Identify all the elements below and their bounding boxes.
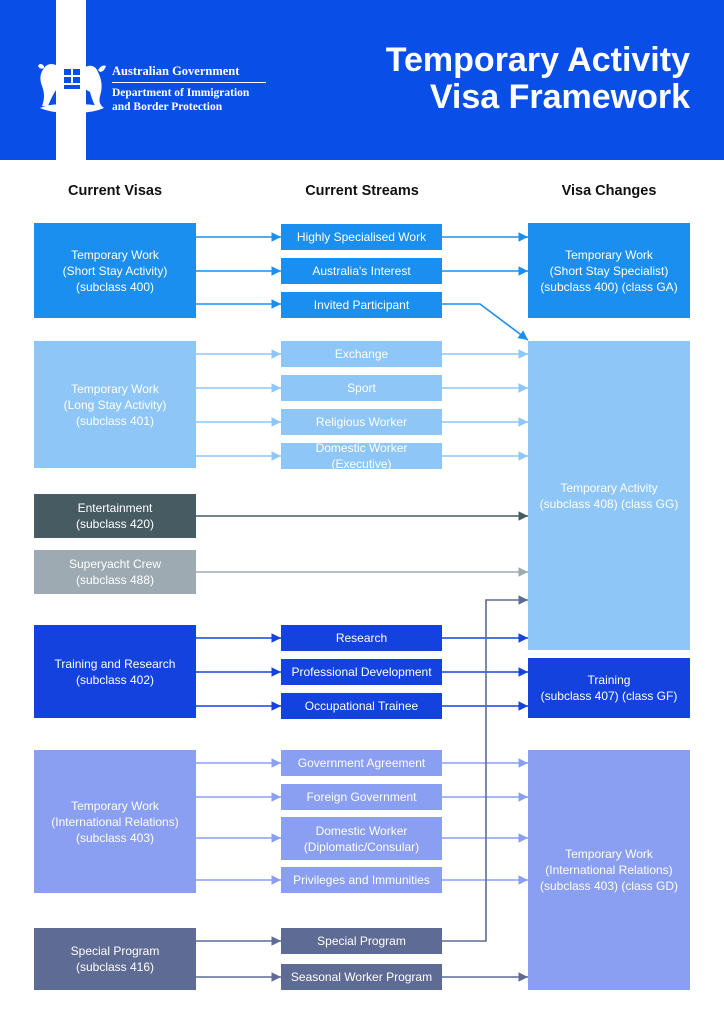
coat-of-arms-icon — [38, 48, 106, 113]
department-name-line1: Department of Immigration — [112, 87, 250, 99]
department-name-line2: and Border Protection — [112, 101, 223, 113]
stream-occupational-trainee: Occupational Trainee — [281, 693, 442, 719]
connector-arrow-5 — [442, 303, 529, 341]
visa-box-420: Entertainment (subclass 420) — [34, 494, 196, 538]
visa-change-box-408-gg: Temporary Activity (subclass 408) (class… — [528, 341, 690, 650]
column-heading-current-streams: Current Streams — [305, 183, 419, 199]
stream-australias-interest: Australia's Interest — [281, 258, 442, 284]
stream-seasonal-worker-program: Seasonal Worker Program — [281, 964, 442, 990]
connector-arrow-32 — [442, 595, 528, 942]
visa-box-488: Superyacht Crew (subclass 488) — [34, 550, 196, 594]
visa-box-403: Temporary Work (International Relations)… — [34, 750, 196, 893]
stream-domestic-worker-diplomatic: Domestic Worker (Diplomatic/Consular) — [281, 817, 442, 860]
stream-religious-worker: Religious Worker — [281, 409, 442, 435]
visa-box-416: Special Program (subclass 416) — [34, 928, 196, 990]
visa-box-400: Temporary Work (Short Stay Activity) (su… — [34, 223, 196, 318]
visa-box-401: Temporary Work (Long Stay Activity) (sub… — [34, 341, 196, 468]
page-title: Temporary Activity Visa Framework — [385, 41, 690, 116]
stream-government-agreement: Government Agreement — [281, 750, 442, 776]
column-heading-visa-changes: Visa Changes — [561, 183, 657, 199]
government-name: Australian Government — [112, 64, 240, 78]
stream-sport: Sport — [281, 375, 442, 401]
stream-foreign-government: Foreign Government — [281, 784, 442, 810]
stream-exchange: Exchange — [281, 341, 442, 367]
visa-change-box-407-gf: Training (subclass 407) (class GF) — [528, 658, 690, 718]
visa-box-402: Training and Research (subclass 402) — [34, 625, 196, 718]
column-heading-current-visas: Current Visas — [67, 183, 163, 199]
stream-highly-specialised-work: Highly Specialised Work — [281, 224, 442, 250]
stream-invited-participant: Invited Participant — [281, 292, 442, 318]
stream-research: Research — [281, 625, 442, 651]
stream-domestic-worker-executive: Domestic Worker (Executive) — [281, 441, 442, 471]
government-rule — [112, 82, 266, 83]
stream-professional-development: Professional Development — [281, 659, 442, 685]
stream-special-program: Special Program — [281, 928, 442, 954]
visa-change-box-403-gd: Temporary Work (International Relations)… — [528, 750, 690, 990]
stream-privileges-and-immunities: Privileges and Immunities — [281, 867, 442, 893]
header-banner — [0, 0, 724, 160]
visa-change-box-400-ga: Temporary Work (Short Stay Specialist) (… — [528, 223, 690, 318]
